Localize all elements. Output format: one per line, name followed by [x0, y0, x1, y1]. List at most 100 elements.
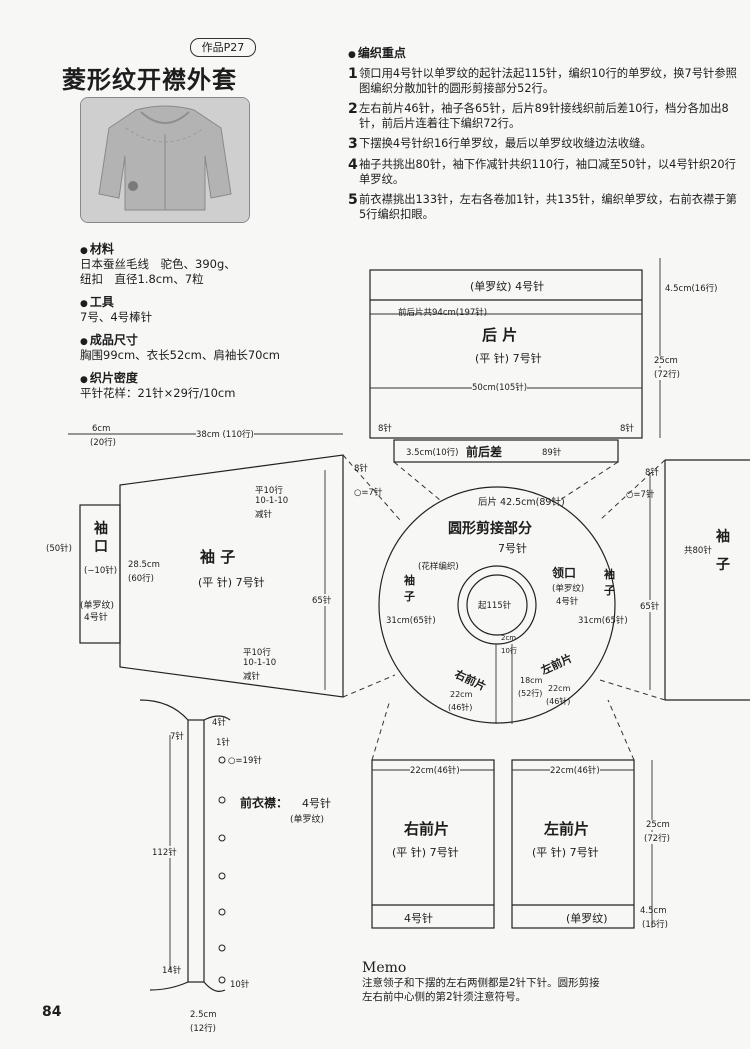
material-line: 日本蚕丝毛线 驼色、390g、 — [80, 257, 236, 271]
band-st4: 4针 — [212, 718, 226, 728]
back-height: 25cm — [654, 356, 678, 366]
band-rib: (单罗纹) — [290, 815, 325, 825]
left-front-rib-height: 4.5cm — [640, 906, 667, 916]
yoke-height: 18cm — [520, 676, 543, 685]
left-front-width: 22cm(46针) — [550, 764, 600, 776]
sleeve-dec-top-2: 10-1-10 — [255, 496, 289, 506]
back-width: 50cm(105针) — [472, 381, 528, 393]
sleeve-st8: 8针 — [354, 464, 368, 474]
diff-label: 前后差 — [466, 445, 503, 459]
yoke-sleeve-l-1: 袖 — [404, 574, 415, 587]
material-heading: 材料 — [80, 240, 340, 257]
page-number: 84 — [42, 1004, 62, 1020]
yoke-sleeve-r-1: 袖 — [604, 568, 615, 581]
band-needle: 4号针 — [302, 797, 331, 810]
right-front-stitch: (平 针) 7号针 — [392, 846, 459, 859]
size-line: 胸围99cm、衣长52cm、肩袖长70cm — [80, 348, 280, 362]
pattern-title: 菱形纹开襟外套 — [62, 66, 237, 94]
collar-name: 领口 — [552, 566, 577, 580]
memo-line: 注意领子和下摆的左右两侧都是2针下针。圆形剪接 — [362, 977, 600, 989]
yoke-width-l: 31cm(65针) — [386, 616, 436, 626]
back-total-width: 前后片共94cm(197针) — [398, 308, 488, 318]
band-st10: 10针 — [230, 980, 250, 990]
sleeve-dec-top-3: 减针 — [255, 510, 273, 520]
left-front-height-rows: (72行) — [644, 832, 670, 844]
cuff-name-2: 口 — [94, 539, 108, 555]
right-sleeve-st8: 8针 — [645, 468, 659, 478]
back-st-right: 8针 — [620, 424, 634, 434]
left-front-rib-rows: (16行) — [642, 920, 668, 930]
back-stitch: (平 针) 7号针 — [475, 352, 542, 365]
cuff-rib: (单罗纹) — [80, 601, 115, 611]
yoke-stitch: 7号针 — [498, 542, 527, 555]
cuff-decrease: (−10针) — [84, 566, 118, 576]
band-width: 2.5cm — [190, 1010, 217, 1020]
yoke-sleeve-l-2: 子 — [404, 590, 415, 603]
yoke-back: 后片 42.5cm(89针) — [478, 497, 565, 508]
right-sleeve-name-2: 子 — [716, 557, 730, 573]
gauge-line: 平针花样：21针×29行/10cm — [80, 386, 236, 400]
cuff-width: 6cm — [92, 424, 111, 434]
right-sleeve-name-1: 袖 — [716, 529, 730, 545]
sleeve-width-rows: (60行) — [128, 574, 154, 584]
cuff-name-1: 袖 — [94, 521, 108, 537]
band-st14: 14针 — [162, 966, 182, 976]
cardigan-illustration — [81, 98, 249, 222]
size-heading: 成品尺寸 — [80, 331, 340, 348]
cuff-rows: (20行) — [90, 438, 116, 448]
left-front-name: 左前片 — [544, 820, 590, 838]
band-st7: 7针 — [170, 732, 184, 742]
knit-points: 编织重点 1领口用4号针以单罗纹的起针法起115针，编织10行的单罗纹，换7号针… — [348, 44, 740, 222]
left-front-rib: (单罗纹) — [566, 912, 608, 925]
memo-line: 左右前中心侧的第2针须注意符号。 — [362, 991, 527, 1003]
yoke-name: 圆形剪接部分 — [448, 521, 532, 537]
band-st1: 1针 — [216, 738, 230, 748]
diff-right: 89针 — [542, 448, 562, 458]
back-name: 后 片 — [482, 326, 518, 344]
band-st19: ○=19针 — [228, 756, 262, 766]
button-line: 纽扣 直径1.8cm、7粒 — [80, 272, 204, 286]
right-sleeve-total: 共80针 — [684, 546, 712, 556]
info-panel: 材料 日本蚕丝毛线 驼色、390g、 纽扣 直径1.8cm、7粒 工具 7号、4… — [80, 240, 340, 401]
left-front-height: 25cm — [646, 820, 670, 830]
sleeve-stitch: (平 针) 7号针 — [198, 576, 265, 589]
yoke-lf-width: 22cm — [548, 684, 571, 693]
sleeve-st7: ○=7针 — [354, 488, 383, 498]
left-front-stitch: (平 针) 7号针 — [532, 846, 599, 859]
memo-note: 注意领子和下摆的左右两侧都是2针下针。圆形剪接 左右前中心侧的第2针须注意符号。 — [362, 976, 722, 1004]
sleeve-width: 28.5cm — [128, 560, 160, 570]
collar-rows: 10行 — [501, 647, 517, 655]
sleeve-dec-bot-3: 减针 — [243, 672, 261, 682]
sleeve-name: 袖 子 — [200, 548, 236, 566]
yoke-rf-st: (46针) — [448, 703, 473, 712]
yoke-pattern: (花样编织) — [418, 562, 459, 572]
garment-photo — [80, 97, 250, 223]
tool-line: 7号、4号棒针 — [80, 310, 153, 324]
sleeve-st65: 65针 — [312, 594, 332, 606]
gauge-heading: 织片密度 — [80, 369, 340, 386]
collar-rib: (单罗纹) — [552, 584, 585, 594]
knit-points-heading: 编织重点 — [348, 44, 740, 61]
collar-needle: 4号针 — [556, 597, 579, 607]
sleeve-dec-bot-1: 平10行 — [243, 648, 271, 658]
yoke-sleeve-r-2: 子 — [604, 584, 615, 597]
cuff-stitches: (50针) — [46, 544, 72, 554]
back-st-left: 8针 — [378, 424, 392, 434]
tool-heading: 工具 — [80, 293, 340, 310]
sleeve-dec-bot-2: 10-1-10 — [243, 658, 277, 668]
yoke-lf-st: (46针) — [546, 697, 571, 706]
cast-on: 起115针 — [478, 601, 512, 611]
right-sleeve-st65: 65针 — [640, 600, 660, 612]
back-rib-label: (单罗纹) 4号针 — [470, 280, 545, 293]
sleeve-length: 38cm (110行) — [196, 428, 254, 440]
diff-left: 3.5cm(10行) — [406, 448, 459, 458]
work-page-badge: 作品P27 — [190, 38, 256, 57]
memo-title: Memo — [362, 960, 407, 976]
band-width-rows: (12行) — [190, 1024, 216, 1034]
sleeve-dec-top-1: 平10行 — [255, 486, 283, 496]
right-front-name: 右前片 — [404, 820, 450, 838]
